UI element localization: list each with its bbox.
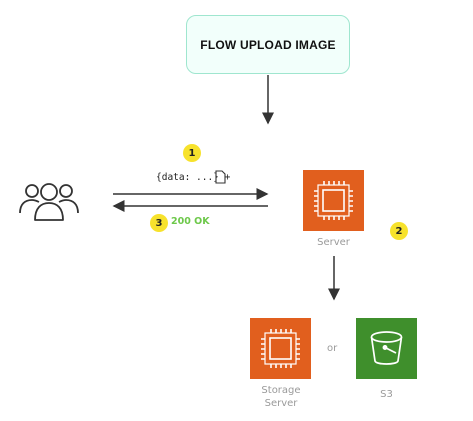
- file-icon: [215, 170, 226, 184]
- request-payload-label: {data: ...} +: [156, 172, 230, 183]
- storage-server-node: [250, 318, 311, 379]
- server-label: Server: [303, 236, 364, 249]
- server-node: [303, 170, 364, 231]
- s3-bucket-icon: [356, 318, 417, 379]
- storage-label-line1: Storage: [261, 385, 301, 396]
- ec2-chip-icon: [250, 318, 311, 379]
- storage-server-label: Storage Server: [245, 384, 317, 410]
- or-text: or: [327, 343, 338, 354]
- response-label-text: 200 OK: [171, 216, 210, 227]
- s3-label: S3: [356, 388, 417, 401]
- step-1-number: 1: [188, 147, 196, 159]
- ec2-chip-icon: [303, 170, 364, 231]
- step-3-badge: 3: [150, 214, 168, 232]
- request-label-text: {data: ...} +: [156, 172, 231, 183]
- flow-title-box: FLOW UPLOAD IMAGE: [186, 15, 350, 74]
- or-separator: or: [327, 343, 337, 354]
- step-2-number: 2: [395, 225, 403, 237]
- response-status-label: 200 OK: [171, 216, 210, 227]
- s3-label-text: S3: [380, 389, 393, 400]
- storage-label-line2: Server: [264, 398, 298, 409]
- flow-title: FLOW UPLOAD IMAGE: [200, 37, 336, 52]
- s3-node: [356, 318, 417, 379]
- step-3-number: 3: [155, 217, 163, 229]
- step-1-badge: 1: [183, 144, 201, 162]
- step-2-badge: 2: [390, 222, 408, 240]
- server-label-text: Server: [317, 237, 350, 248]
- users-icon: [19, 183, 79, 221]
